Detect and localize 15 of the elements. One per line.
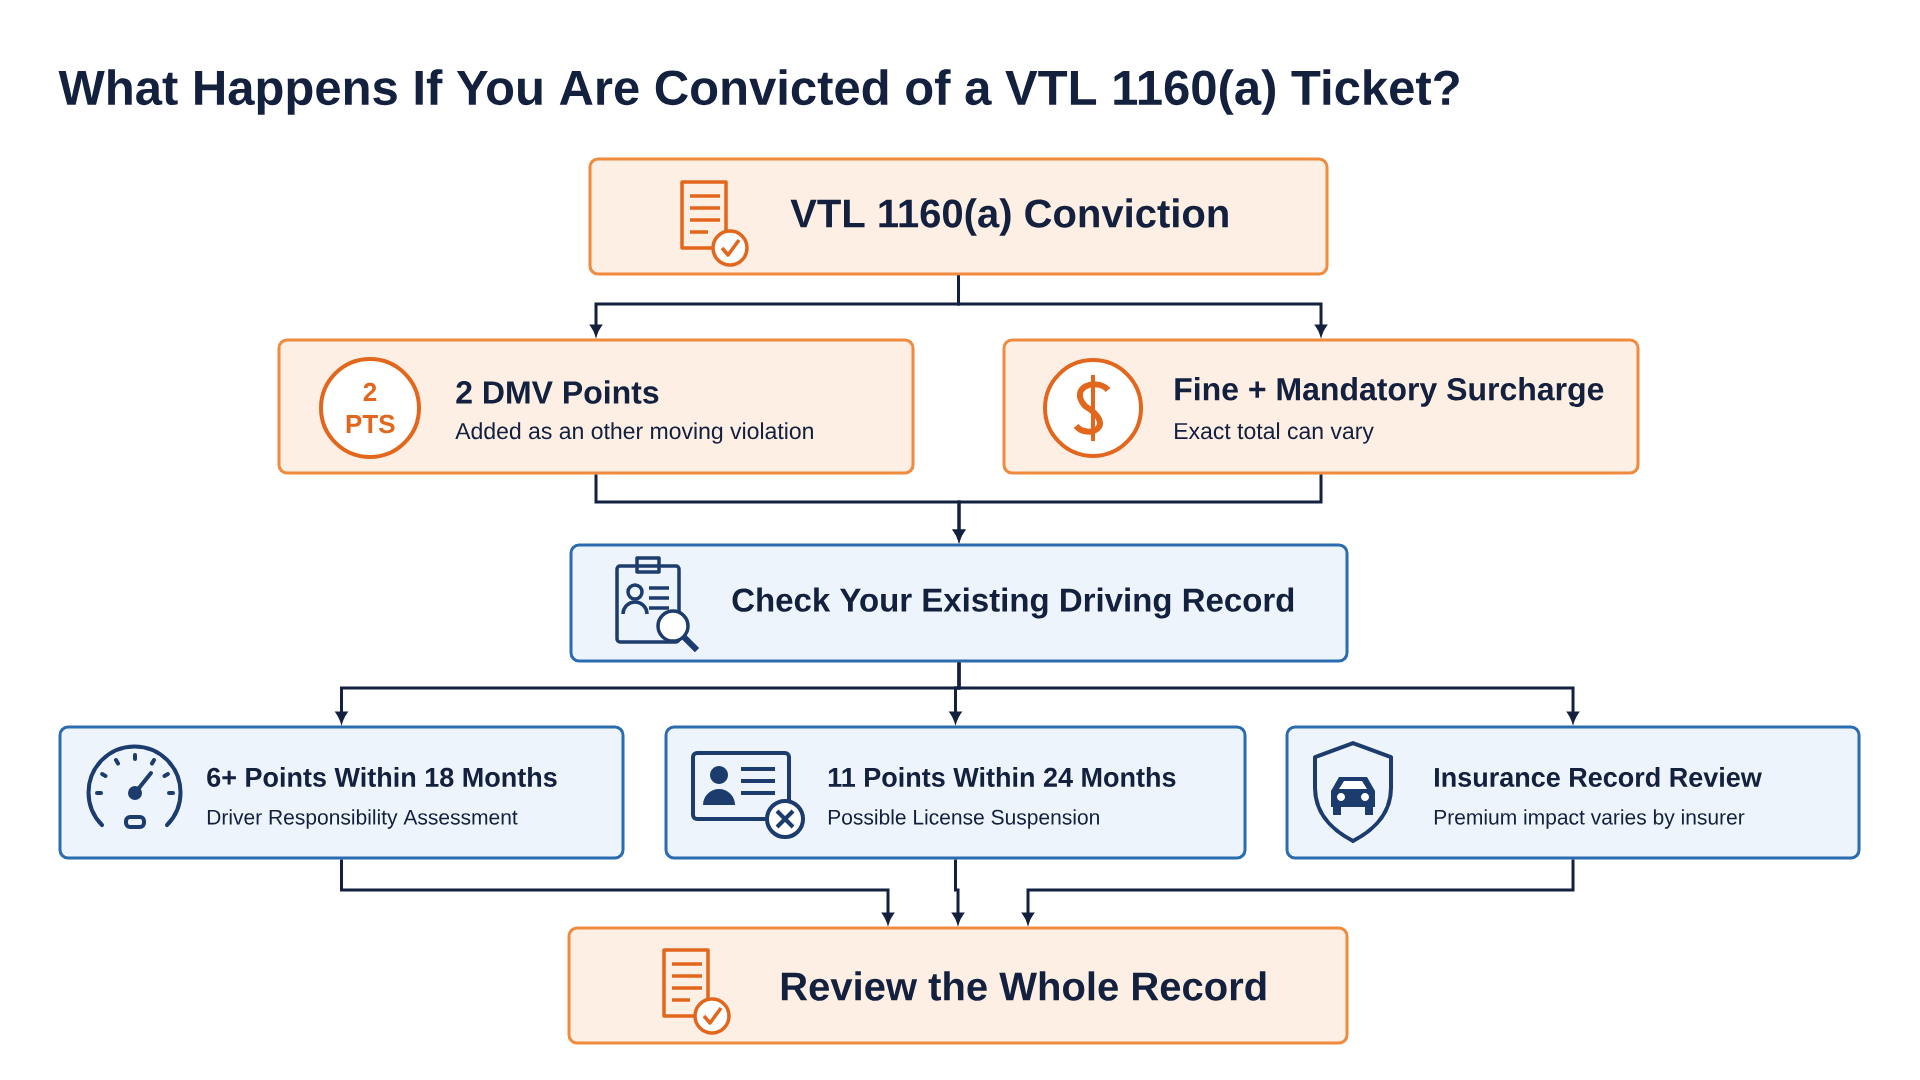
arrow [957, 662, 1579, 723]
process-box: 6+ Points Within 18 Months Driver Responsibility Assessment [58, 725, 625, 860]
arrow [1022, 859, 1575, 924]
process-box: Fine + Mandatory Surcharge Exact total can vary [1002, 338, 1640, 475]
points-badge: 2 PTS [319, 357, 421, 459]
arrow [340, 859, 894, 924]
arrow [957, 275, 1327, 336]
process-box: 11 Points Within 24 Months Possible License Suspension [664, 725, 1247, 860]
process-box: Check Your Existing Driving Record [569, 543, 1349, 663]
arrow [952, 859, 964, 924]
title: What Happens If You Are Convicted of a VTL 1160(a) Ticket? [58, 69, 1459, 115]
process-box: Review the Whole Record [567, 926, 1349, 1045]
process-box: VTL 1160(a) Conviction [588, 157, 1329, 276]
process-box: Insurance Record Review Premium impact varies by insurer [1285, 725, 1861, 860]
arrow [953, 474, 1323, 541]
